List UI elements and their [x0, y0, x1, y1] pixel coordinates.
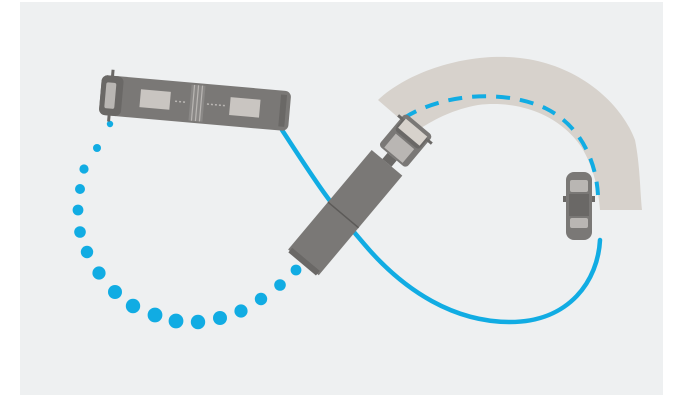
path-dot	[290, 264, 302, 276]
truck-icon	[288, 114, 433, 276]
path-dot	[274, 279, 286, 291]
path-dot	[254, 292, 268, 306]
turning-zone	[378, 56, 642, 210]
path-dot	[79, 164, 89, 174]
path-dot	[93, 144, 101, 152]
path-dot	[190, 314, 206, 330]
path-dot	[80, 245, 94, 259]
path-dot	[106, 120, 114, 128]
vehicle-solid-path	[279, 127, 603, 325]
bus-icon	[99, 69, 291, 131]
path-dot	[125, 298, 141, 314]
dotted-path	[72, 120, 302, 330]
path-dot	[108, 285, 122, 299]
path-dot	[213, 311, 227, 325]
car-icon	[563, 172, 595, 240]
path-dot	[147, 307, 163, 323]
path-dot	[75, 184, 85, 194]
path-dot	[168, 313, 184, 329]
path-dot	[72, 204, 84, 216]
car-dashed-path	[402, 94, 600, 196]
path-dot	[92, 266, 106, 280]
path-dot	[234, 304, 248, 318]
path-dot	[74, 226, 86, 238]
